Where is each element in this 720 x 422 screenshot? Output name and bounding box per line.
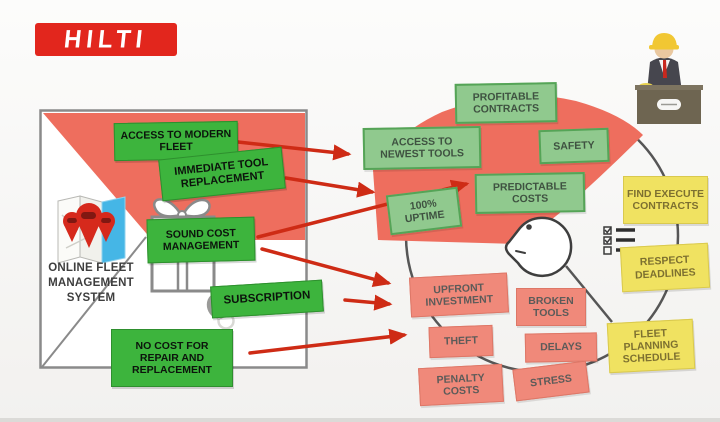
label-sound-cost-management: SOUND COST MANAGEMENT [146,216,256,264]
arrow-access-modern-to-newest [236,140,352,161]
arrow-subscription-to-pains [343,294,393,311]
tie [663,60,667,78]
arrow-immediate-to-uptime [284,176,376,198]
system-caption: ONLINE FLEET MANAGEMENT SYSTEM [48,262,134,304]
label-access-to-newest-tools: ACCESS TO NEWEST TOOLS [362,125,482,171]
connector-line [565,265,613,323]
arrow-nocost-to-theft [248,328,408,355]
label-find-execute-contracts: FIND EXECUTE CONTRACTS [623,176,708,224]
label-delays: DELAYS [524,332,598,363]
label-predictable-costs: PREDICTABLE COSTS [474,172,586,214]
arrow-sound-to-upfront [260,247,392,287]
worker-at-desk-illustration [635,33,703,124]
envelope-fold-line [41,236,147,368]
label-broken-tools: BROKEN TOOLS [516,288,586,326]
label-no-cost-repair-replacement: NO COST FOR REPAIR AND REPLACEMENT [111,329,233,387]
label-fleet-planning-schedule: FLEET PLANNING SCHEDULE [606,318,696,374]
label-respect-deadlines: RESPECT DEADLINES [619,242,711,293]
customer-face-icon [504,216,573,277]
hard-hat-icon [652,33,677,47]
label-penalty-costs: PENALTY COSTS [418,363,504,407]
video-frame-edge [0,418,720,422]
label-safety: SAFETY [538,127,610,165]
map-icon [57,195,126,264]
desk [635,85,703,90]
label-upfront-investment: UPFRONT INVESTMENT [409,272,509,318]
location-pin-icon [76,203,102,248]
label-profitable-contracts: PROFITABLE CONTRACTS [454,82,558,124]
label-subscription: SUBSCRIPTION [210,279,324,319]
hilti-logo: HILTI [35,23,177,56]
hilti-logo-text: HILTI [62,24,150,54]
label-theft: THEFT [428,324,494,359]
